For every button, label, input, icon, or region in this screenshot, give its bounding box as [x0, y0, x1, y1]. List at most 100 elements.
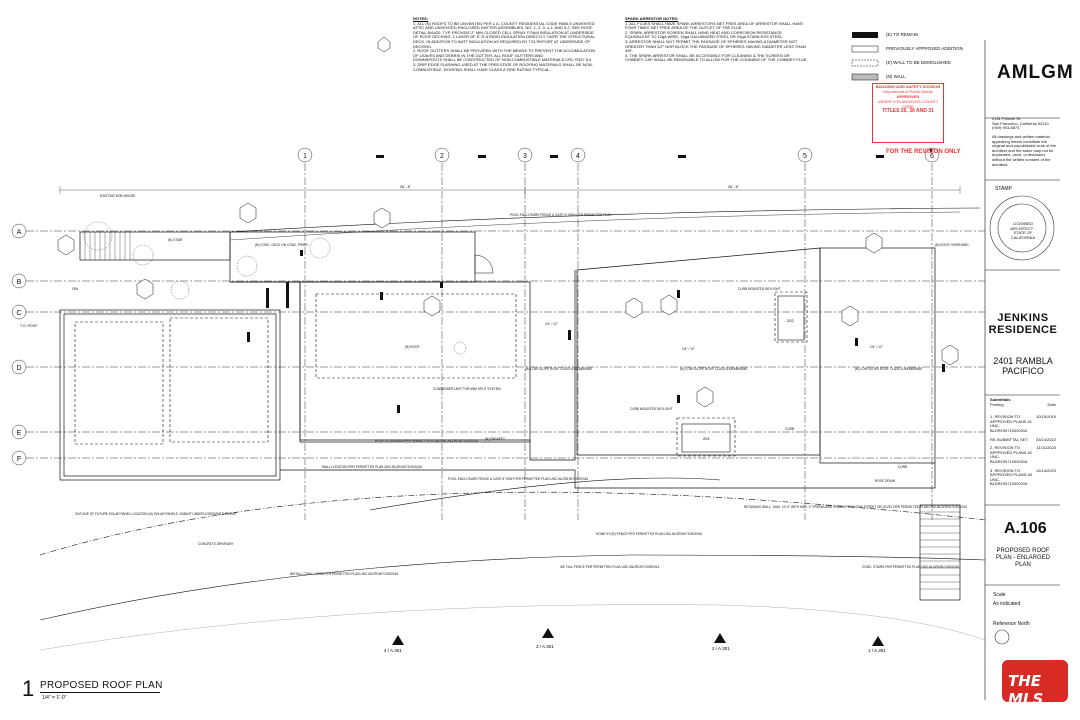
notes-line: DOWNSPOUTS SHALL BE CONSTRUCTED OF NON-C… [413, 57, 592, 63]
grid-row-labels: A B C D E F [16, 229, 21, 463]
approval-status: APPROVED [896, 94, 920, 99]
legend-previously-approved: PREVIOUSLY APPROVED ADDITION [886, 46, 963, 51]
label-curb-2: CURB [898, 465, 907, 469]
label-t-o-roof: T.O. ROOF [20, 324, 38, 328]
grid-columns [297, 147, 940, 520]
drawing-title-rule [40, 692, 160, 693]
label-roof-main: (N) ROOF [405, 345, 420, 349]
submittal-name: 2. REVISION TO APPROVED PLANS #2 UNC-BLD… [990, 445, 1033, 464]
label-wall-location: WALL LOCATION PER PERMITTED PLAN UNC-BLD… [322, 465, 422, 469]
submittal-name: 3. REVISION TO APPROVED PLANS #3 UNC-BLD… [990, 467, 1033, 487]
scale-label: Scale [993, 592, 1006, 598]
label-low-slope-3: (N) LOW SLOPE ROOF CLASS A MEMBRANE [855, 367, 922, 371]
spark-notes-line: CHIMNEY CAP SHALL BE REMOVABLE TO ALLOW … [625, 57, 808, 63]
label-deck: (N) CONC. DECK ON CONC. PIERS [255, 243, 308, 247]
project-address: 2401 RAMBLA PACIFICO [993, 356, 1053, 376]
notes-line: 2. ROOF GUTTERS SHALL BE PROVIDED WITH T… [413, 48, 596, 54]
spark-notes-line: 3. ARRESTOR SHALL NOT PERMIT THE PASSAGE… [625, 38, 798, 44]
submittal-col-printing: Printing [990, 401, 1004, 407]
stair-treads [84, 232, 131, 260]
spark-arrestor-notes: SPARK ARRESTOR NOTES: 1. ALL FLUES SHALL… [625, 16, 820, 63]
submittal-date: 11/11/2023 [1036, 445, 1056, 451]
sheet-number: A.106 [1004, 520, 1047, 537]
label-fence: HOME 6'0 (E) FENCE PER PERMITTED PLAN UN… [596, 532, 702, 536]
spark-notes-line: EQUIVALENT TO 12ga WIRE, 19ga GALVANIZED… [625, 34, 784, 40]
label-pool-enclosure: POOL ENCLOSURE FENCE & GATE 5' HIGH PER … [510, 213, 612, 217]
label-curb-skylight-2: CURB MOUNTED SKYLIGHT [630, 407, 673, 411]
notes-line: 1. ALL (N) ROOFS TO BE UNVENTED PER L.A.… [413, 20, 595, 26]
notes-line: DECKING. [413, 43, 433, 49]
label-retaining-wall: RETAINING WALL - MAX. 10'-0" WITH MAX. 3… [744, 505, 967, 509]
door-swing [474, 254, 494, 274]
approval-dept: Department of Public Works [883, 89, 933, 94]
trees [83, 221, 467, 355]
submittal-name: 1. REVISION TO APPROVED PLANS #1 UNC-BLD… [990, 414, 1033, 433]
label-conc-stairs: CONC. STAIRS PER PERMITTED PLAN UNC-BLDR… [862, 565, 959, 569]
firm-address-line: (949) 903-6873 [992, 125, 1020, 131]
reference-north-label: Reference North [993, 621, 1030, 627]
grid-col-2: 2 [440, 153, 444, 160]
submittal-row: RE-SUBMITTAL SET 03/14/2022 [990, 436, 1056, 443]
section-mark-2: 2 / A.301 [712, 646, 730, 651]
grid-col-1: 1 [303, 153, 307, 160]
label-curb: CURB [785, 427, 794, 431]
label-tall-fence: 4/5' TALL FENCE PER PERMITTED PLAN UNC-B… [560, 565, 660, 569]
grid-row-b: B [17, 279, 22, 286]
submittals-label: Submittals [990, 397, 1011, 402]
grid-col-4: 4 [576, 153, 580, 160]
firm-address: 2131 Folsom St. San Francisco, Californi… [992, 116, 1049, 131]
wall-ticks [376, 149, 932, 158]
mls-watermark [1002, 660, 1068, 702]
submittal-row: 2. REVISION TO APPROVED PLANS #2 UNC-BLD… [990, 445, 1056, 464]
label-roof-drain: ROOF DRAIN [875, 479, 896, 483]
seal-text: LICENSED ARCHITECT · STATE OF CALIFORNIA [1010, 221, 1036, 240]
grid-rows [11, 223, 985, 466]
submittal-date: 03/14/2022 [1035, 436, 1056, 442]
label-slope-1: 1/4" / 12" [545, 322, 558, 326]
sheet-title: PROPOSED ROOF PLAN - ENLARGED PLAN [995, 548, 1050, 568]
grid-col-6: 6 [930, 153, 934, 160]
label-future-solar: OUTLINE OF FUTURE SOLAR PANEL LOCATION (… [75, 512, 237, 516]
approval-titles: TITLES 26, 30 AND 31 [882, 108, 934, 114]
building-outline [59, 207, 981, 601]
submittal-row: 1. REVISION TO APPROVED PLANS #1 UNC-BLD… [990, 414, 1056, 433]
label-slope-3: 1/4" / 12" [870, 345, 883, 349]
project-name: JENKINS RESIDENCE [988, 312, 1058, 336]
label-existing-guardrail: EXISTING NON-HEDGE [100, 194, 135, 198]
drawing-title: PROPOSED ROOF PLAN [40, 680, 163, 691]
dim-top-left: 26' - 8" [400, 185, 412, 189]
dashed-outlines [74, 291, 808, 457]
label-low-slope-2: (N) LOW SLOPE ROOF CLASS A MEMBRANE [680, 367, 747, 371]
legend-wall-demolished: (E) WALL TO BE DEMOLISHED [886, 60, 951, 65]
grid-row-f: F [17, 456, 21, 463]
firm-name: AMLGM [997, 62, 1074, 83]
submittal-col-date: Date [1047, 401, 1056, 407]
for-revision-only: FOR THE REVISION ONLY [886, 149, 961, 155]
grid-column-labels: 1 2 3 4 5 6 [303, 153, 934, 160]
notes-title: NOTES: [413, 16, 429, 21]
notes-line: COMBUSTIBLE. ROOFING SHALL HAVE CLASS A … [413, 66, 551, 72]
label-roof-extension: ROOF EXTENSION PER PERMITTED PLAN UNC-BL… [375, 439, 478, 443]
grid-row-e: E [17, 430, 22, 437]
skylights [681, 295, 805, 453]
notes-line: OF LEAVES AND DEBRIS IN THE GUTTER. ALL … [413, 52, 544, 58]
grid-col-3: 3 [523, 153, 527, 160]
label-roof-overhang: (N) ROOF OVERHANG [935, 243, 969, 247]
submittal-date: 10/15/2019 [1035, 414, 1056, 420]
skylight-202-label: 202 [787, 318, 794, 323]
submittal-cols: Printing Date [990, 401, 1056, 408]
label-retaining-conc: INSTALL CONC. CURB PER PERMITTED PLAN UN… [290, 572, 398, 576]
firm-address-line: 2131 Folsom St. [992, 116, 1022, 121]
wall-markers [247, 250, 945, 413]
spark-notes-line: 3/8". [625, 48, 634, 54]
label-concrete-driveway: CONCRETE DRIVEWAY [198, 542, 234, 546]
drawing-scale: 1/4" = 1'-0" [42, 695, 67, 701]
label-condenser: CONDENSER UNIT FOR MINI SPLIT SYSTEM [433, 387, 501, 391]
grid-row-c: C [16, 310, 21, 317]
label-pool-enclosure-2: POOL ENCLOSURE FENCE & GATE 5' HIGH PER … [448, 477, 588, 481]
legend-new-wall: (N) WALL [886, 74, 906, 79]
approval-stamp: BUILDING AND SAFETY DIVISION Department … [872, 83, 944, 143]
spark-notes-line: FOUR TIMES NET FREE AREA OF THE OUTLET O… [625, 25, 743, 31]
scale-value: As indicated [993, 601, 1021, 607]
